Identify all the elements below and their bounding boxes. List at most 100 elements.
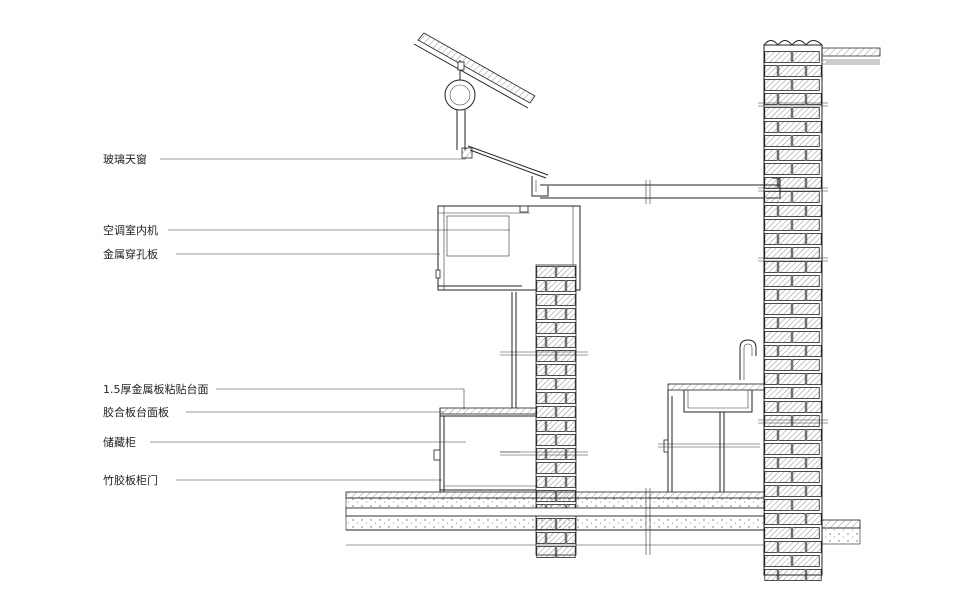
brick — [536, 392, 546, 404]
brick — [792, 331, 820, 343]
brick — [556, 434, 576, 446]
brick — [792, 51, 820, 63]
brick — [764, 555, 792, 567]
brick — [764, 191, 792, 203]
brick — [792, 163, 820, 175]
floor-slab — [345, 488, 861, 555]
brick — [556, 546, 576, 558]
label-ac-indoor: 空调室内机 — [103, 223, 158, 237]
brick — [764, 373, 778, 385]
brick — [778, 569, 806, 581]
brick — [764, 261, 778, 273]
brick — [764, 345, 778, 357]
brick — [764, 149, 778, 161]
brick — [536, 546, 556, 558]
brick — [536, 476, 546, 488]
brick — [792, 415, 820, 427]
brick — [778, 401, 806, 413]
brick — [806, 205, 822, 217]
brick — [556, 322, 576, 334]
brick — [806, 93, 822, 105]
brick — [566, 448, 576, 460]
brick — [536, 462, 556, 474]
brick — [792, 79, 820, 91]
brick — [764, 513, 778, 525]
brick — [536, 378, 556, 390]
brick — [566, 364, 576, 376]
brick — [566, 532, 576, 544]
brick — [778, 485, 806, 497]
brick — [778, 289, 806, 301]
brick — [536, 308, 546, 320]
brick — [792, 191, 820, 203]
brick — [546, 448, 566, 460]
brick — [536, 532, 546, 544]
brick — [806, 485, 822, 497]
brick — [806, 429, 822, 441]
brick — [806, 401, 822, 413]
brick — [806, 289, 822, 301]
brick — [792, 527, 820, 539]
brick — [556, 294, 576, 306]
brick — [566, 280, 576, 292]
brick — [778, 149, 806, 161]
brick — [764, 569, 778, 581]
brick — [764, 303, 792, 315]
brick — [556, 462, 576, 474]
brick — [792, 471, 820, 483]
brick — [764, 457, 778, 469]
roof-gutter — [531, 176, 781, 204]
brick — [764, 65, 778, 77]
brick — [566, 476, 576, 488]
sink — [658, 339, 765, 492]
brick — [764, 289, 778, 301]
brick — [778, 177, 806, 189]
brick — [778, 65, 806, 77]
brick — [546, 280, 566, 292]
brick — [792, 387, 820, 399]
brick — [764, 107, 792, 119]
brick — [792, 303, 820, 315]
label-metal-countertop: 1.5厚金属板粘贴台面 — [103, 382, 209, 396]
annotation-ac-indoor: 空调室内机 — [103, 223, 510, 237]
brick — [764, 527, 792, 539]
annotation-metal-countertop: 1.5厚金属板粘贴台面 — [103, 382, 465, 410]
brick — [536, 406, 556, 418]
brick — [806, 457, 822, 469]
brick — [778, 457, 806, 469]
brick — [778, 317, 806, 329]
brick — [792, 135, 820, 147]
brick — [556, 350, 576, 362]
brick — [546, 308, 566, 320]
brick — [778, 233, 806, 245]
brick — [792, 443, 820, 455]
brick — [764, 219, 792, 231]
brick — [806, 373, 822, 385]
brick — [546, 420, 566, 432]
brick — [536, 350, 556, 362]
brick — [778, 93, 806, 105]
brick — [566, 336, 576, 348]
annotation-perforated-panel: 金属穿孔板 — [103, 247, 440, 261]
brick — [792, 499, 820, 511]
brick — [566, 420, 576, 432]
brick — [764, 485, 778, 497]
brick — [764, 317, 778, 329]
brick — [566, 392, 576, 404]
brick — [556, 406, 576, 418]
brick — [778, 121, 806, 133]
brick — [764, 541, 778, 553]
brick — [566, 308, 576, 320]
storage-cabinet — [433, 407, 537, 492]
brick — [536, 322, 556, 334]
brick — [546, 392, 566, 404]
brick — [764, 429, 778, 441]
partition-panel — [511, 292, 517, 408]
label-storage-cabinet: 储藏柜 — [103, 435, 136, 449]
brick — [764, 359, 792, 371]
brick — [546, 336, 566, 348]
annotation-skylight: 玻璃天窗 — [103, 152, 466, 166]
brick — [764, 205, 778, 217]
brick — [792, 555, 820, 567]
brick — [764, 387, 792, 399]
